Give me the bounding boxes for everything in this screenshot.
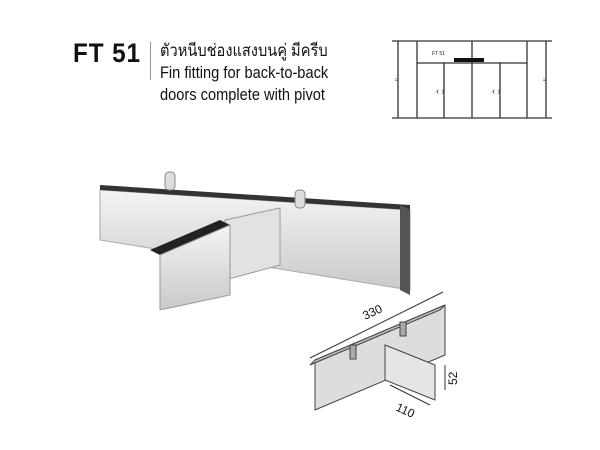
dim-length: 330 [360, 301, 384, 322]
svg-text:≈: ≈ [395, 77, 399, 84]
product-code: FT 51 [73, 38, 141, 68]
dim-height: 52 [446, 371, 460, 385]
header-divider [150, 42, 151, 80]
elevation-label: FT 51 [432, 51, 445, 57]
handle-glyph-right: ‹ › [492, 86, 501, 96]
description-line-1: Fin fitting for back-to-back [160, 63, 329, 82]
product-description: ตัวหนีบช่องแสงบนคู่ มีครีบ Fin fitting f… [160, 40, 328, 106]
dimension-drawing: 330 110 52 [309, 291, 460, 421]
door-elevation-diagram: FT 51 ‹ › ‹ › ≈ ≈ [392, 40, 552, 119]
handle-glyph-left: ‹ › [436, 86, 445, 96]
title-thai: ตัวหนีบช่องแสงบนคู่ มีครีบ [160, 41, 328, 60]
dim-width: 110 [394, 400, 418, 421]
description-line-2: doors complete with pivot [160, 85, 325, 104]
product-photo [99, 171, 411, 310]
svg-text:≈: ≈ [543, 77, 547, 84]
